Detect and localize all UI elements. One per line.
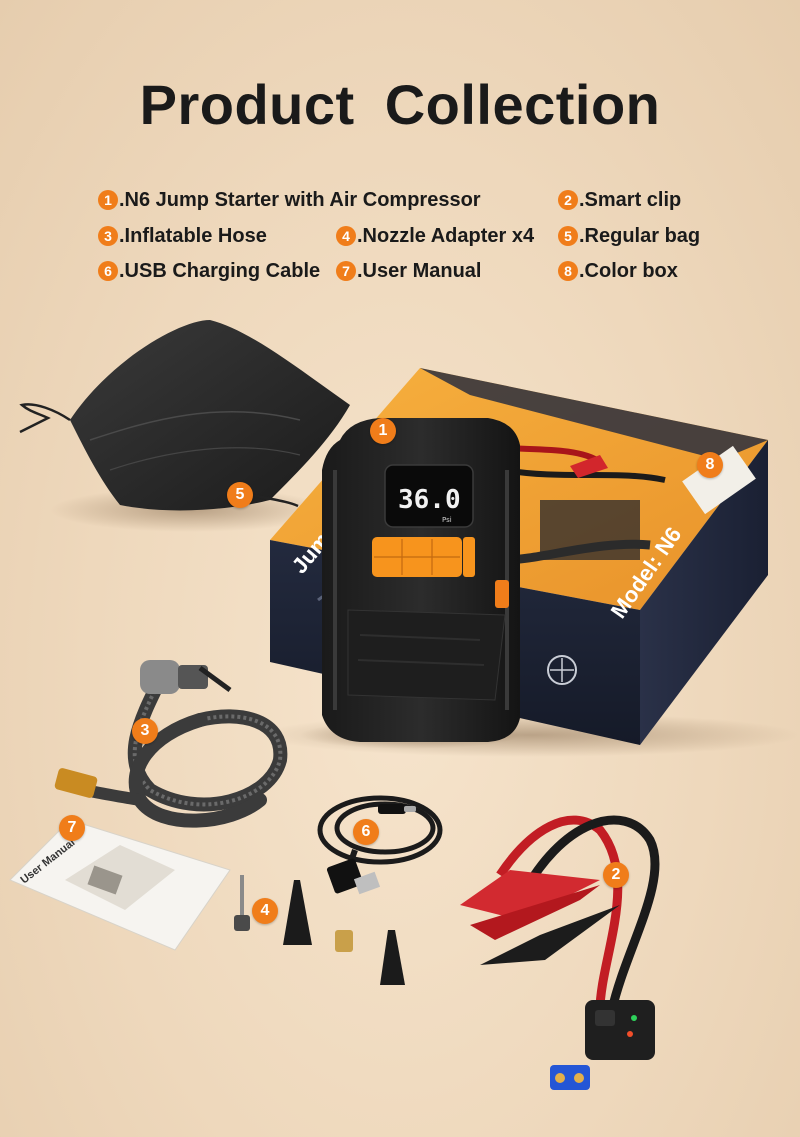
legend-number: 8	[558, 261, 578, 281]
jump-starter-device	[300, 418, 666, 749]
legend-label: .Regular bag	[579, 224, 701, 247]
legend-label: .Smart clip	[579, 188, 682, 211]
legend-item-bag: 5 .Regular bag	[558, 224, 700, 248]
callout-5: 5	[227, 482, 253, 508]
device-display-value: 36.0	[398, 485, 461, 515]
usb-cable	[317, 795, 443, 895]
legend-label: .Nozzle Adapter x4	[357, 224, 535, 247]
legend-item-hose: 3 .Inflatable Hose	[98, 224, 267, 248]
inflatable-hose	[54, 660, 288, 828]
legend-item-smart-clip: 2 .Smart clip	[558, 188, 681, 212]
legend-number: 2	[558, 190, 578, 210]
legend-item-jump-starter: 1 .N6 Jump Starter with Air Compressor	[98, 188, 481, 212]
legend-item-usb-cable: 6 .USB Charging Cable	[98, 259, 320, 283]
legend-item-color-box: 8 .Color box	[558, 259, 678, 283]
drawstring-bag	[19, 320, 350, 532]
callout-8: 8	[697, 452, 723, 478]
legend-label: .Color box	[579, 259, 678, 282]
nozzle-adapters	[234, 875, 405, 985]
legend-label: .N6 Jump Starter with Air Compressor	[119, 188, 481, 211]
legend-item-manual: 7 .User Manual	[336, 259, 481, 283]
legend-label: .USB Charging Cable	[119, 259, 321, 282]
callout-3: 3	[132, 718, 158, 744]
legend-number: 3	[98, 226, 118, 246]
legend-number: 6	[98, 261, 118, 281]
callout-2: 2	[603, 862, 629, 888]
legend-number: 4	[336, 226, 356, 246]
callout-4: 4	[252, 898, 278, 924]
page-title: Product Collection	[139, 73, 661, 136]
legend-number: 7	[336, 261, 356, 281]
legend-number: 5	[558, 226, 578, 246]
smart-clip	[460, 815, 660, 1090]
callout-1: 1	[370, 418, 396, 444]
legend-label: .User Manual	[357, 259, 482, 282]
user-manual	[9, 819, 231, 951]
legend-label: .Inflatable Hose	[119, 224, 267, 247]
callout-7: 7	[59, 815, 85, 841]
legend-item-nozzle: 4 .Nozzle Adapter x4	[336, 224, 534, 248]
legend-number: 1	[98, 190, 118, 210]
callout-6: 6	[353, 819, 379, 845]
device-display-unit: Psi	[442, 516, 452, 524]
